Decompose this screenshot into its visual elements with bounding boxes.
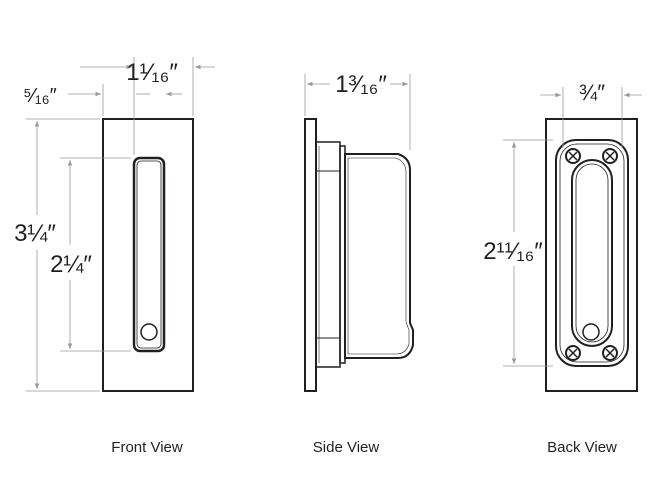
front-offset-label: ⁵⁄₁₆″: [23, 85, 57, 107]
front-offset-dimension: ⁵⁄₁₆″: [23, 84, 182, 116]
circle-hole-icon: [140, 323, 158, 341]
side-step: [315, 141, 341, 368]
circle-hole-icon: [582, 323, 600, 341]
front-height-dimension: 3¼″: [14, 118, 100, 392]
back-view-caption: Back View: [547, 439, 617, 456]
front-width-label: 1¹⁄₁₆″: [126, 59, 178, 86]
side-depth-label: 1³⁄₁₆″: [335, 71, 387, 98]
side-flange: [304, 118, 317, 392]
front-view-caption: Front View: [111, 439, 183, 456]
side-depth-dimension: 1³⁄₁₆″: [304, 71, 411, 150]
side-view: 1³⁄₁₆″ Side View: [304, 71, 414, 456]
back-slot: [571, 159, 613, 347]
front-plate: [102, 118, 194, 392]
back-housing-inner: [559, 143, 625, 363]
back-plate: [545, 118, 638, 392]
phillips-screw-icon: [602, 345, 618, 361]
front-slot: [132, 156, 166, 353]
side-body: [344, 153, 414, 359]
front-slot-inner: [136, 160, 162, 349]
front-width-dimension: 1¹⁄₁₆″: [80, 57, 215, 155]
phillips-screw-icon: [565, 345, 581, 361]
phillips-screw-icon: [602, 148, 618, 164]
front-slot-height-label: 2¼″: [50, 251, 92, 278]
back-width-dimension: ¾″: [540, 80, 642, 148]
back-height-dimension: 2¹¹⁄₁₆″: [483, 139, 553, 367]
front-height-label: 3¼″: [14, 220, 56, 247]
front-slot-height-dimension: 2¼″: [50, 157, 131, 352]
phillips-screw-icon: [565, 148, 581, 164]
side-view-caption: Side View: [313, 439, 380, 456]
front-view: 1¹⁄₁₆″ ⁵⁄₁₆″ 3¼″ 2¼″ Front View: [14, 57, 215, 456]
back-width-label: ¾″: [579, 80, 605, 105]
back-housing-outer: [555, 139, 629, 367]
back-view: ¾″ 2¹¹⁄₁₆″ Back View: [483, 80, 642, 456]
back-height-label: 2¹¹⁄₁₆″: [483, 238, 543, 265]
